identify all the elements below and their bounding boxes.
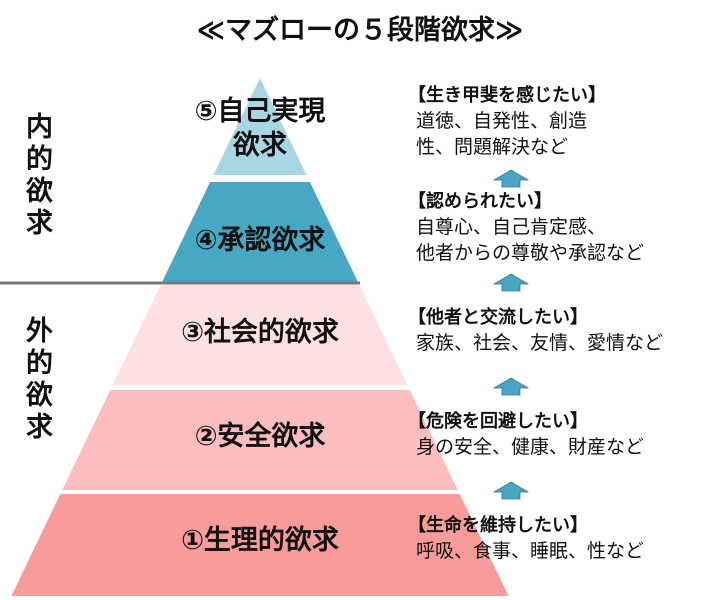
level4-line2: 他者からの尊敬や承認など xyxy=(416,242,645,264)
up-arrow-icon xyxy=(492,169,530,188)
level3-band xyxy=(112,285,408,385)
level5-description: 【生き甲斐を感じたい】 道徳、自発性、創造 性、問題解決など xyxy=(408,84,606,160)
level5-band xyxy=(213,78,307,175)
diagram-title: ≪マズローの５段階欲求≫ xyxy=(196,15,524,46)
level3-heading: 【他者と交流したい】 xyxy=(408,307,588,328)
inner-needs-label: 内的欲求 xyxy=(26,112,53,239)
level5-label: ⑤自己実現 欲求 xyxy=(160,95,360,163)
level4-band xyxy=(162,182,358,282)
level4-description: 【認められたい】 自尊心、自己肯定感、 他者からの尊敬や承認など xyxy=(408,190,644,266)
up-arrow-icon xyxy=(492,481,530,500)
level1-label: ①生理的欲求 xyxy=(181,525,339,556)
level2-band xyxy=(62,390,458,490)
level2-heading: 【危険を回避したい】 xyxy=(408,411,588,432)
level3-description: 【他者と交流したい】 家族、社会、友情、愛情など xyxy=(408,306,663,356)
level2-line1: 身の安全、健康、財産など xyxy=(416,436,645,458)
level5-heading: 【生き甲斐を感じたい】 xyxy=(408,85,606,106)
level5-line1: 道徳、自発性、創造 xyxy=(416,110,588,132)
outer-needs-label: 外的欲求 xyxy=(26,316,53,443)
up-arrow-icon xyxy=(492,273,530,292)
level2-description: 【危険を回避したい】 身の安全、健康、財産など xyxy=(408,410,644,460)
up-arrow-icon xyxy=(492,377,530,396)
level1-line1: 呼吸、食事、睡眠、性など xyxy=(416,540,645,562)
level3-label: ③社会的欲求 xyxy=(181,317,339,348)
level1-description: 【生命を維持したい】 呼吸、食事、睡眠、性など xyxy=(408,514,644,564)
level5-label-line2: 欲求 xyxy=(233,130,287,161)
level4-heading: 【認められたい】 xyxy=(408,191,552,212)
level4-line1: 自尊心、自己肯定感、 xyxy=(416,216,607,238)
level5-line2: 性、問題解決など xyxy=(416,136,569,158)
level5-label-line1: ⑤自己実現 xyxy=(194,96,326,127)
level4-label: ④承認欲求 xyxy=(194,225,326,256)
level1-band xyxy=(11,494,509,596)
level2-label: ②安全欲求 xyxy=(194,421,326,452)
level3-line1: 家族、社会、友情、愛情など xyxy=(416,332,664,354)
level1-heading: 【生命を維持したい】 xyxy=(408,515,588,536)
